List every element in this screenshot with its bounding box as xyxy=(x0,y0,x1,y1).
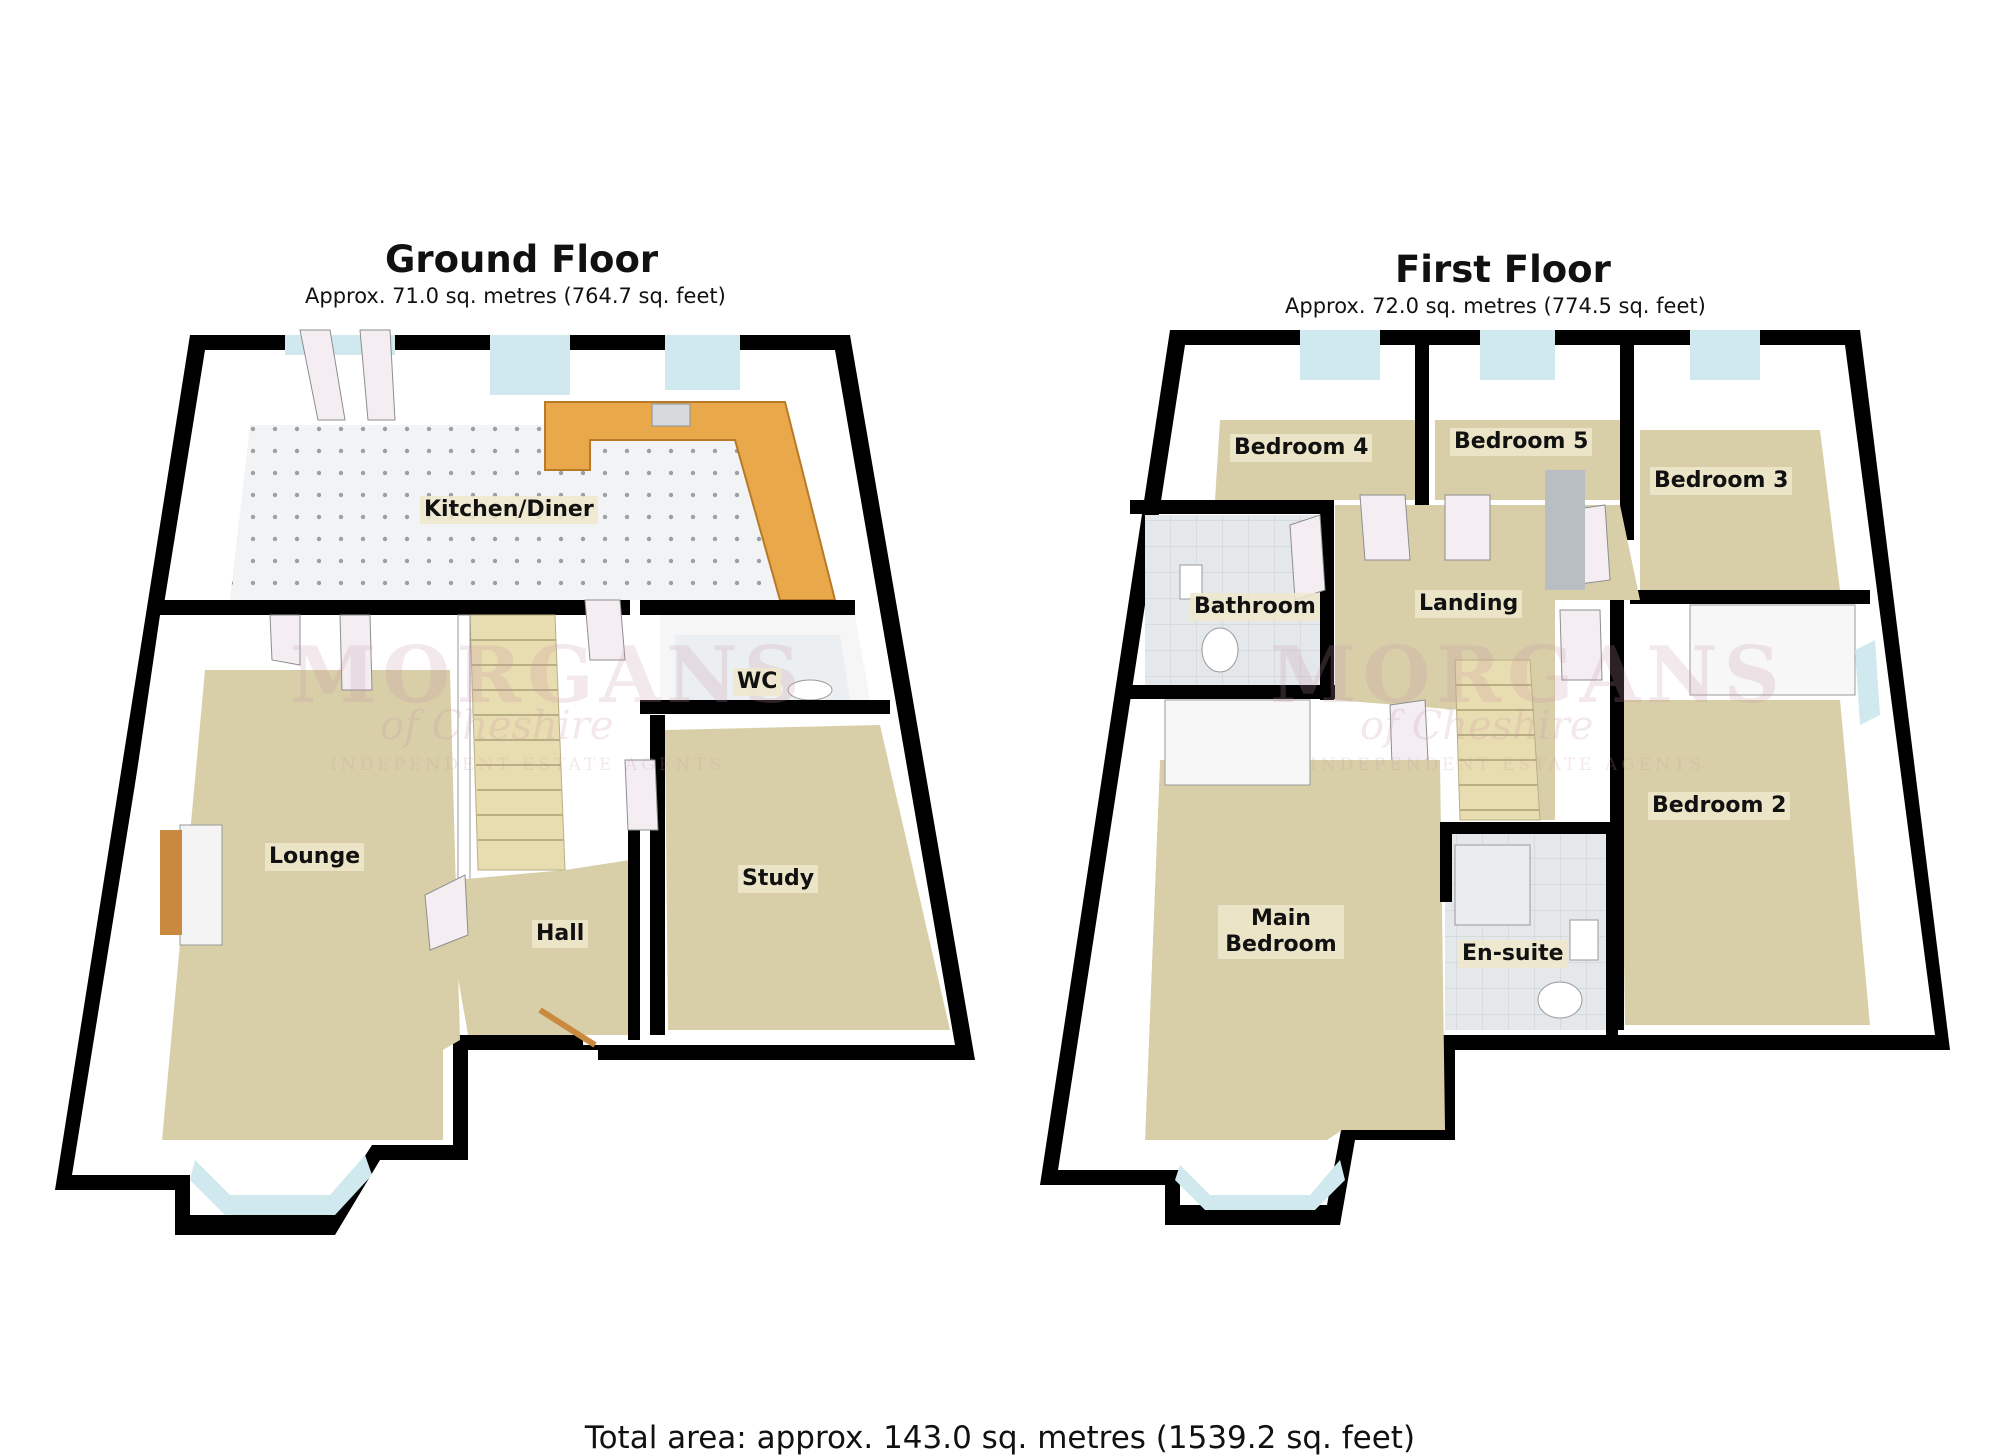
room-label-bedroom-3: Bedroom 3 xyxy=(1650,467,1793,495)
bathroom-toilet xyxy=(1201,627,1239,673)
total-area: Total area: approx. 143.0 sq. metres (15… xyxy=(584,1420,1416,1456)
hall-door-kitchen xyxy=(584,599,626,661)
room-label-wc: WC xyxy=(733,668,782,696)
kitchen-sink xyxy=(651,403,691,427)
first-floor-stairs xyxy=(1454,659,1541,821)
room-label-en-suite: En-suite xyxy=(1458,940,1568,968)
first-floor-plan xyxy=(1040,330,1950,1225)
room-label-bathroom: Bathroom xyxy=(1190,593,1320,621)
ground-floor-area: Approx. 71.0 sq. metres (764.7 sq. feet) xyxy=(305,284,726,308)
bathroom-wall-right xyxy=(1320,500,1334,700)
bedroom-4-5-wall xyxy=(1415,345,1429,505)
lounge-wall-left xyxy=(80,615,205,1160)
ground-floor-plan xyxy=(55,329,975,1235)
lounge-fireplace xyxy=(179,824,223,946)
lounge-bay-window xyxy=(190,1155,372,1215)
room-label-bedroom-5: Bedroom 5 xyxy=(1450,428,1593,456)
lounge-hall-door xyxy=(424,874,469,951)
bedroom-3-2-wall xyxy=(1630,590,1870,604)
room-label-main-bedroom: Main Bedroom xyxy=(1218,905,1344,959)
hall-wall-right xyxy=(628,830,640,1040)
ground-floor-title: Ground Floor xyxy=(385,238,659,281)
wc-study-wall xyxy=(640,700,890,714)
study-door xyxy=(624,759,659,831)
bedroom-5-window xyxy=(1480,330,1555,380)
bedroom-3-window xyxy=(1690,330,1760,380)
main-bedroom-door xyxy=(1389,699,1429,766)
kitchen-french-door-right xyxy=(359,329,396,421)
bedroom-2-wall-left xyxy=(1610,600,1624,1030)
lounge-door xyxy=(269,614,301,666)
en-suite-shower xyxy=(1454,844,1531,926)
bedroom-2-window xyxy=(1855,640,1880,725)
room-label-bedroom-4: Bedroom 4 xyxy=(1230,434,1373,462)
kitchen-lounge-wall xyxy=(160,600,630,615)
en-suite-toilet xyxy=(1537,981,1583,1019)
bedroom-2-floor xyxy=(1620,700,1870,1025)
wc-toilet xyxy=(787,679,833,701)
room-label-landing: Landing xyxy=(1415,590,1523,618)
kitchen-window-right xyxy=(665,335,740,390)
bedroom-2-door xyxy=(1559,609,1603,681)
bedroom-4-door xyxy=(1359,494,1411,561)
lounge-door-2 xyxy=(339,614,373,691)
bathroom-door xyxy=(1289,514,1326,601)
bathroom-wall-top xyxy=(1130,500,1330,514)
lounge-fireplace-hearth xyxy=(160,830,182,935)
room-label-study: Study xyxy=(738,865,819,893)
main-bedroom-wardrobe xyxy=(1164,699,1311,786)
en-suite-wall-left xyxy=(1440,822,1452,902)
first-floor-title: First Floor xyxy=(1395,248,1611,291)
room-label-lounge: Lounge xyxy=(265,843,365,871)
en-suite-basin xyxy=(1569,919,1599,961)
en-suite-wall-top xyxy=(1440,822,1615,834)
room-label-kitchen-diner: Kitchen/Diner xyxy=(420,496,598,524)
bedroom-3-floor xyxy=(1640,430,1840,590)
bedroom-5-3-wall xyxy=(1620,345,1634,540)
bedroom-4-window xyxy=(1300,330,1380,380)
main-bedroom-bay-window xyxy=(1175,1160,1345,1210)
front-door xyxy=(538,1007,597,1048)
kitchen-worktop xyxy=(544,401,837,601)
bedroom-2-wardrobe xyxy=(1689,604,1856,696)
kitchen-window-mid xyxy=(490,335,570,395)
main-bedroom-wall-left xyxy=(1060,740,1160,1160)
ground-floor-stairs xyxy=(457,614,566,881)
airing-cupboard xyxy=(1545,470,1585,590)
bathroom-wall-bottom xyxy=(1130,685,1340,699)
room-label-bedroom-2: Bedroom 2 xyxy=(1648,792,1791,820)
bedroom-5-door xyxy=(1444,494,1491,561)
lounge-floor xyxy=(162,670,460,1140)
kitchen-wc-wall xyxy=(640,600,855,615)
first-floor-area: Approx. 72.0 sq. metres (774.5 sq. feet) xyxy=(1285,294,1706,318)
room-label-hall: Hall xyxy=(532,920,589,948)
kitchen-french-door-left xyxy=(299,329,346,421)
